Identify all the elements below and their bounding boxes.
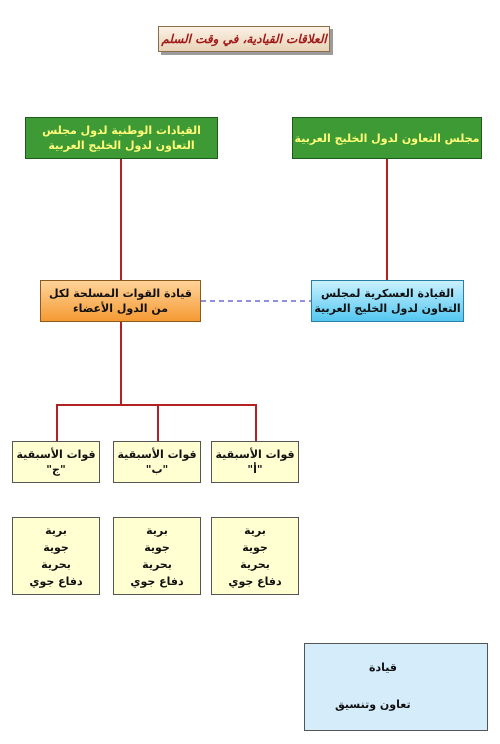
node-gcc-military-command-label: القيادة العسكرية لمجلس التعاون لدول الخل… — [314, 287, 461, 315]
branch-land: برية — [146, 524, 168, 537]
node-national-commands-label: القيادات الوطنية لدول مجلس التعاون لدول … — [42, 124, 201, 152]
legend: قيادة تعاون وتنسيق — [304, 643, 488, 731]
node-priority-forces-a: قوات الأسبقية "أ" — [211, 441, 299, 483]
branch-air: جوية — [43, 541, 69, 554]
diagram-title: العلاقات القيادية، في وقت السلم — [158, 26, 330, 52]
branch-air: جوية — [242, 541, 268, 554]
node-armed-forces-command-label: قيادة القوات المسلحة لكل من الدول الأعضا… — [49, 287, 192, 315]
node-priority-forces-b: قوات الأسبقية "ب" — [113, 441, 201, 483]
node-national-commands: القيادات الوطنية لدول مجلس التعاون لدول … — [25, 117, 218, 159]
node-gcc-military-command: القيادة العسكرية لمجلس التعاون لدول الخل… — [311, 280, 464, 322]
branch-air-defense: دفاع جوي — [228, 575, 282, 588]
branch-air-defense: دفاع جوي — [29, 575, 83, 588]
node-gcc: مجلس التعاون لدول الخليج العربية — [292, 117, 482, 159]
branch-land: برية — [45, 524, 67, 537]
node-priority-forces-c-label: قوات الأسبقية "ج" — [16, 448, 96, 476]
node-armed-forces-command: قيادة القوات المسلحة لكل من الدول الأعضا… — [40, 280, 201, 322]
branches-box-a: برية جوية بحرية دفاع جوي — [211, 517, 299, 595]
node-priority-forces-b-label: قوات الأسبقية "ب" — [117, 448, 197, 476]
node-priority-forces-a-label: قوات الأسبقية "أ" — [215, 448, 295, 476]
branch-naval: بحرية — [41, 558, 71, 571]
branch-land: برية — [244, 524, 266, 537]
branches-box-b: برية جوية بحرية دفاع جوي — [113, 517, 201, 595]
branch-naval: بحرية — [240, 558, 270, 571]
diagram-title-text: العلاقات القيادية، في وقت السلم — [161, 31, 327, 46]
node-priority-forces-c: قوات الأسبقية "ج" — [12, 441, 100, 483]
legend-coordination-label: تعاون وتنسيق — [335, 698, 411, 711]
legend-command-label: قيادة — [369, 661, 397, 674]
branch-air: جوية — [144, 541, 170, 554]
branch-air-defense: دفاع جوي — [130, 575, 184, 588]
node-gcc-label: مجلس التعاون لدول الخليج العربية — [294, 131, 480, 145]
branches-box-c: برية جوية بحرية دفاع جوي — [12, 517, 100, 595]
branch-naval: بحرية — [142, 558, 172, 571]
